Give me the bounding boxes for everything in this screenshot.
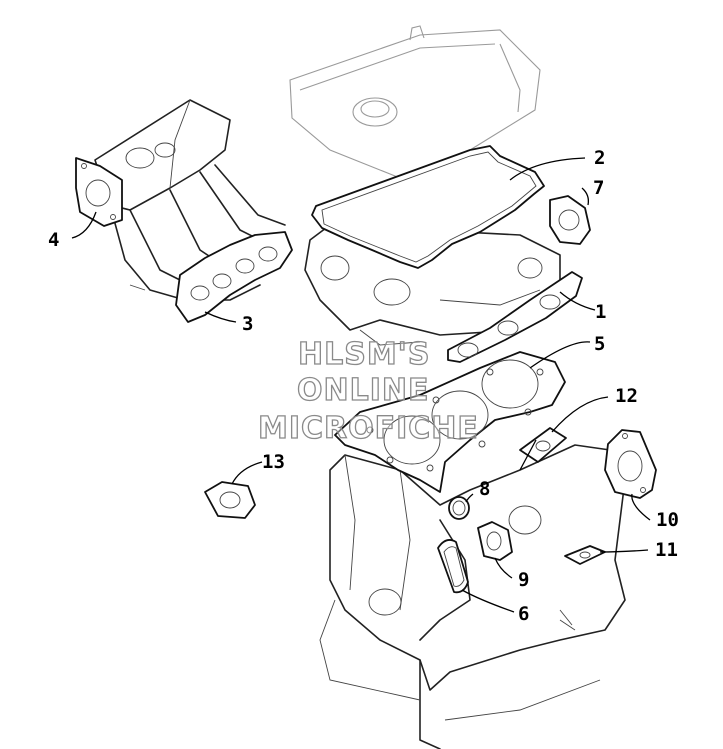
callout-6: 6 <box>518 603 529 625</box>
leader-6 <box>461 589 515 613</box>
head-gasket <box>334 351 566 493</box>
leader-3 <box>204 311 237 323</box>
exhaust-manifold-gasket <box>447 271 583 363</box>
cover-gasket <box>604 429 657 499</box>
callout-9: 9 <box>518 569 529 591</box>
leader-1 <box>559 291 596 311</box>
diamond-gasket <box>519 427 567 463</box>
leader-4 <box>71 211 97 239</box>
callout-11: 11 <box>655 539 678 561</box>
leader-lines <box>71 157 651 613</box>
leader-12 <box>551 396 609 433</box>
callout-labels: 2 7 1 5 12 4 3 13 8 10 11 9 6 <box>48 147 679 625</box>
small-square-gasket <box>204 481 256 519</box>
o-ring <box>448 496 470 520</box>
callout-12: 12 <box>615 385 638 407</box>
callout-10: 10 <box>656 509 679 531</box>
callout-4: 4 <box>48 229 59 251</box>
watermark-line1: HLSM'S <box>298 337 430 372</box>
valve-cover-gasket <box>311 145 545 269</box>
watermark-line2: ONLINE <box>297 373 430 408</box>
cylinder-block-drawing <box>319 444 626 749</box>
callout-1: 1 <box>595 301 606 323</box>
callout-2: 2 <box>594 147 605 169</box>
intake-manifold-gasket <box>175 231 293 323</box>
thermostat-gasket <box>549 195 591 245</box>
leader-8 <box>465 493 474 503</box>
leader-7 <box>581 187 590 206</box>
small-flange-gasket <box>564 545 606 565</box>
leader-9 <box>494 557 513 579</box>
callout-5: 5 <box>594 333 605 355</box>
oval-gasket <box>437 539 469 594</box>
watermark-line3: MICROFICHE <box>258 411 479 446</box>
watermark: HLSM'S ONLINE MICROFICHE <box>257 336 479 446</box>
water-pump-gasket <box>477 521 513 561</box>
callout-3: 3 <box>242 313 253 335</box>
leader-10 <box>631 493 651 521</box>
leader-5 <box>529 341 591 369</box>
leader-2 <box>509 157 586 181</box>
leader-12-arrow <box>519 439 537 471</box>
intake-flange-gasket <box>75 157 123 227</box>
callout-8: 8 <box>479 478 490 500</box>
callout-13: 13 <box>262 451 285 473</box>
leader-13 <box>231 461 263 485</box>
leader-11 <box>599 549 649 553</box>
o-ring-inner <box>452 500 466 516</box>
callout-7: 7 <box>593 177 604 199</box>
